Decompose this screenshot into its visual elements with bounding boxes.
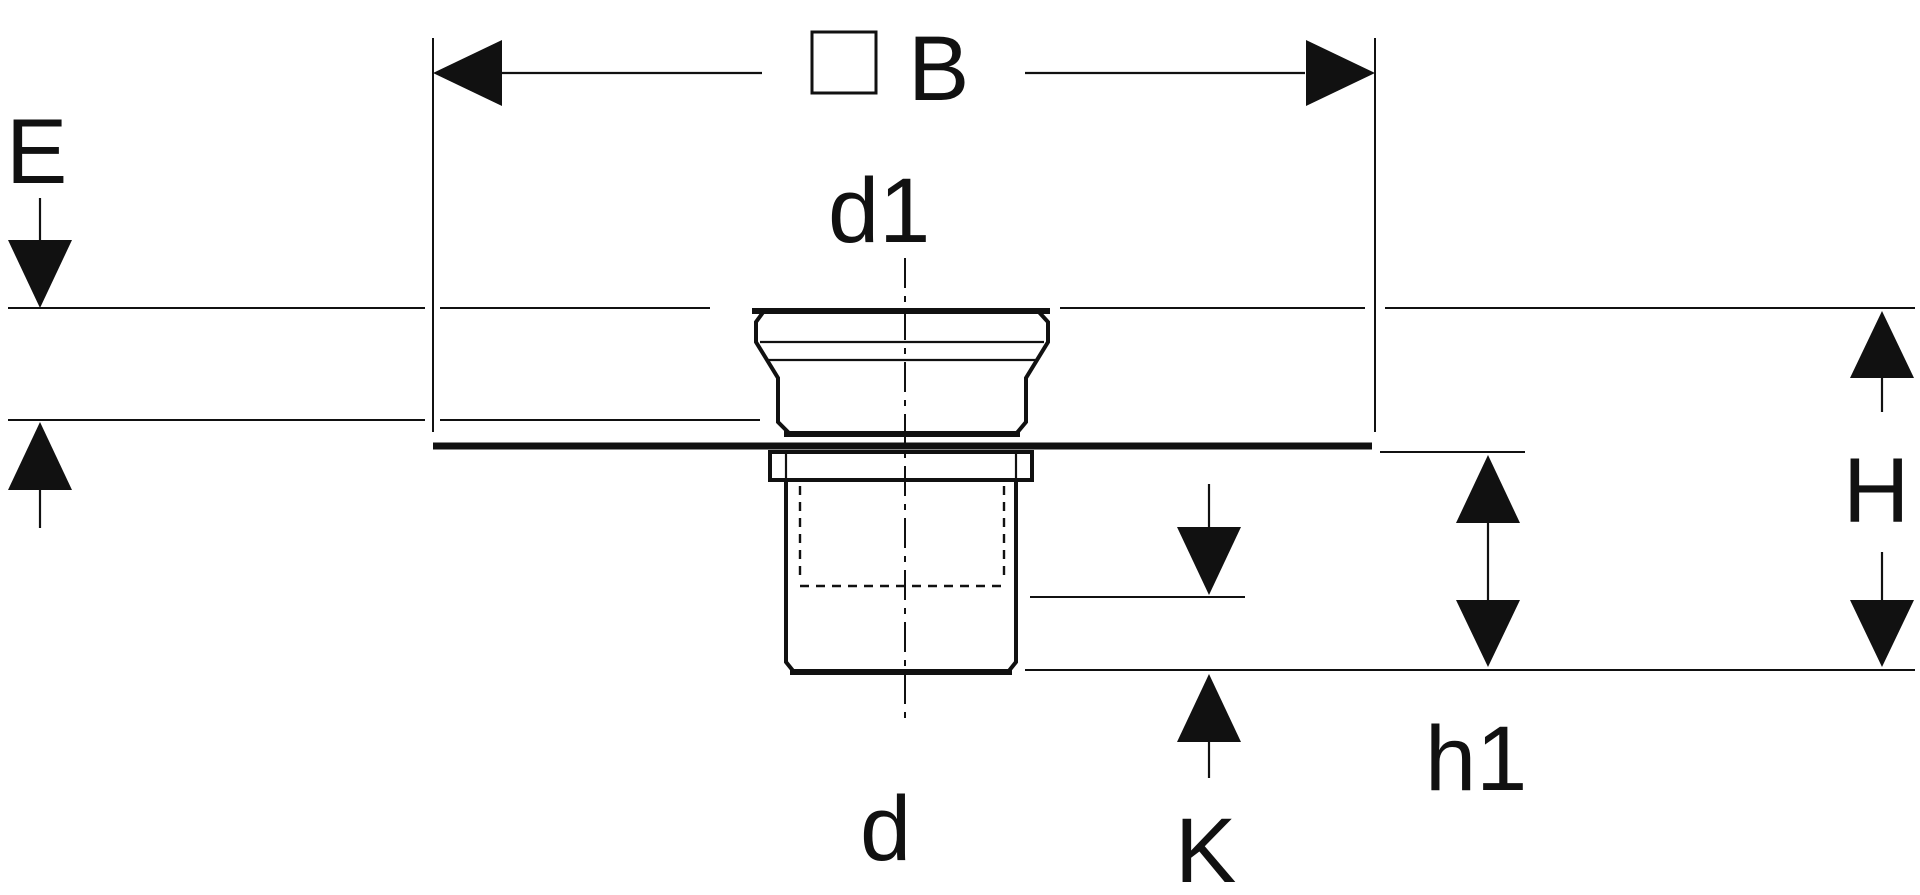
label-b: B xyxy=(908,18,969,120)
arrow-up-icon xyxy=(1456,455,1520,523)
arrow-right-icon xyxy=(1306,40,1375,106)
label-d: d xyxy=(860,778,911,880)
arrow-down-icon xyxy=(1456,600,1520,667)
arrow-down-icon xyxy=(1177,527,1241,595)
label-k: K xyxy=(1175,800,1236,895)
arrow-up-icon xyxy=(8,422,72,490)
arrow-left-icon xyxy=(433,40,502,106)
collar xyxy=(768,450,1034,482)
arrow-down-icon xyxy=(8,240,72,308)
dimension-e: E xyxy=(6,101,72,528)
dimension-h: H xyxy=(1843,311,1914,667)
label-d1: d1 xyxy=(828,160,930,262)
lower-pipe xyxy=(784,478,1018,674)
label-e: E xyxy=(6,101,67,203)
label-h: H xyxy=(1843,440,1909,542)
dimension-b: B xyxy=(432,18,1376,432)
dimension-h1: h1 xyxy=(1425,455,1527,810)
upper-socket xyxy=(754,309,1050,436)
arrow-up-icon xyxy=(1850,311,1914,378)
arrow-up-icon xyxy=(1177,674,1241,742)
dimension-k: K xyxy=(1175,484,1241,895)
reference-lines xyxy=(8,307,1915,671)
arrow-down-icon xyxy=(1850,600,1914,667)
square-symbol-icon xyxy=(810,30,878,95)
label-h1: h1 xyxy=(1425,708,1527,810)
drain-part xyxy=(433,258,1372,722)
